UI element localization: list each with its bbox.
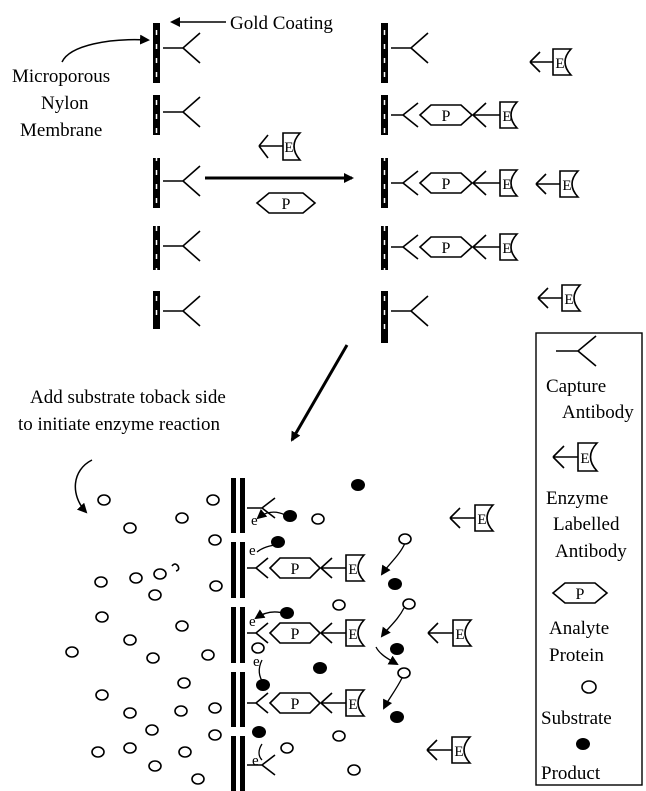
legend-product-label: Product — [541, 763, 601, 784]
enzyme-letter: E — [555, 56, 564, 72]
enzyme-letter: E — [502, 109, 511, 125]
legend-enzyme-line3: Antibody — [555, 541, 627, 562]
capture-antibody-icon — [163, 166, 200, 196]
capture-antibody-icon — [391, 296, 428, 326]
membrane-label-line2: Nylon — [41, 93, 89, 114]
analyte-letter: P — [576, 586, 585, 603]
capture-antibody-icon — [391, 33, 428, 63]
membrane-strip — [153, 23, 160, 329]
enzyme-letter: E — [455, 627, 464, 643]
legend-analyte-line1: Analyte — [549, 618, 609, 639]
enzyme-labelled-antibody-icon: E — [428, 620, 471, 646]
legend-enzyme-line2: Labelled — [553, 514, 620, 535]
analyte-letter: P — [291, 626, 300, 643]
legend-capture-line2: Antibody — [562, 402, 634, 423]
legend-capture-line1: Capture — [546, 376, 606, 397]
analyte-letter: P — [282, 196, 291, 213]
step-arrow — [292, 345, 347, 440]
membrane-before — [153, 23, 200, 329]
sandwich-complex: P E — [247, 690, 364, 716]
enzyme-letter: E — [454, 744, 463, 760]
substrate-icon — [582, 681, 596, 693]
gold-coating-label: Gold Coating — [230, 13, 333, 34]
enzyme-letter: E — [502, 241, 511, 257]
analyte-letter: P — [442, 176, 451, 193]
membrane-label-arrow — [62, 40, 148, 62]
legend-analyte-line2: Protein — [549, 645, 604, 666]
enzyme-letter: E — [348, 627, 357, 643]
enzyme-labelled-antibody-icon: E — [450, 505, 493, 531]
gold-layer — [240, 478, 245, 791]
electron-label: e — [252, 753, 259, 769]
enzyme-labelled-antibody-icon: E — [530, 49, 571, 75]
sandwich-complex: P E — [391, 234, 517, 260]
membrane-reaction: P E P E P E e e e e e — [229, 478, 405, 791]
analyte-letter: P — [291, 696, 300, 713]
enzyme-labelled-antibody-icon: E — [259, 133, 300, 160]
capture-antibody-icon — [163, 296, 200, 326]
capture-antibody-icon — [163, 33, 200, 63]
legend-enzyme-line1: Enzyme — [546, 488, 608, 509]
analyte-protein-icon: P — [553, 583, 607, 603]
membrane-after: P E P E P E E — [381, 23, 580, 343]
membrane-label-line3: Membrane — [20, 120, 102, 141]
analyte-letter: P — [442, 108, 451, 125]
analyte-letter: P — [291, 561, 300, 578]
enzyme-letter: E — [284, 140, 293, 156]
product-icon — [576, 738, 590, 750]
instruction-line2: to initiate enzyme reaction — [18, 414, 221, 435]
enzyme-labelled-antibody-icon: E — [536, 171, 578, 197]
enzyme-letter: E — [562, 178, 571, 194]
enzyme-letter: E — [502, 177, 511, 193]
analyte-protein-icon: P — [257, 193, 315, 213]
legend: Capture Antibody E Enzyme Labelled Antib… — [536, 333, 642, 785]
enzyme-labelled-antibody-icon: E — [427, 737, 470, 763]
enzyme-letter: E — [477, 512, 486, 528]
enzyme-letter: E — [564, 292, 573, 308]
sandwich-complex: P E — [391, 102, 517, 128]
substrate-addition-arrow — [75, 460, 92, 512]
electron-label: e — [249, 614, 256, 630]
enzyme-letter: E — [348, 562, 357, 578]
sandwich-complex: P E — [247, 620, 364, 646]
enzyme-letter: E — [348, 697, 357, 713]
instruction-line1: Add substrate toback side — [30, 387, 226, 408]
capture-antibody-icon — [163, 97, 200, 127]
enzyme-labelled-antibody-icon: E — [538, 285, 580, 311]
legend-substrate-label: Substrate — [541, 708, 612, 729]
electron-label: e — [251, 513, 258, 529]
membrane-layer — [231, 478, 236, 791]
analyte-letter: P — [442, 240, 451, 257]
electron-label: e — [249, 543, 256, 559]
sandwich-complex: P E — [391, 170, 517, 196]
membrane-strip — [381, 23, 388, 343]
capture-antibody-icon — [163, 231, 200, 261]
enzyme-letter: E — [580, 451, 589, 467]
sandwich-complex: P E — [247, 555, 364, 581]
membrane-label-line1: Microporous — [12, 66, 110, 87]
reaction-arrows — [376, 543, 405, 708]
